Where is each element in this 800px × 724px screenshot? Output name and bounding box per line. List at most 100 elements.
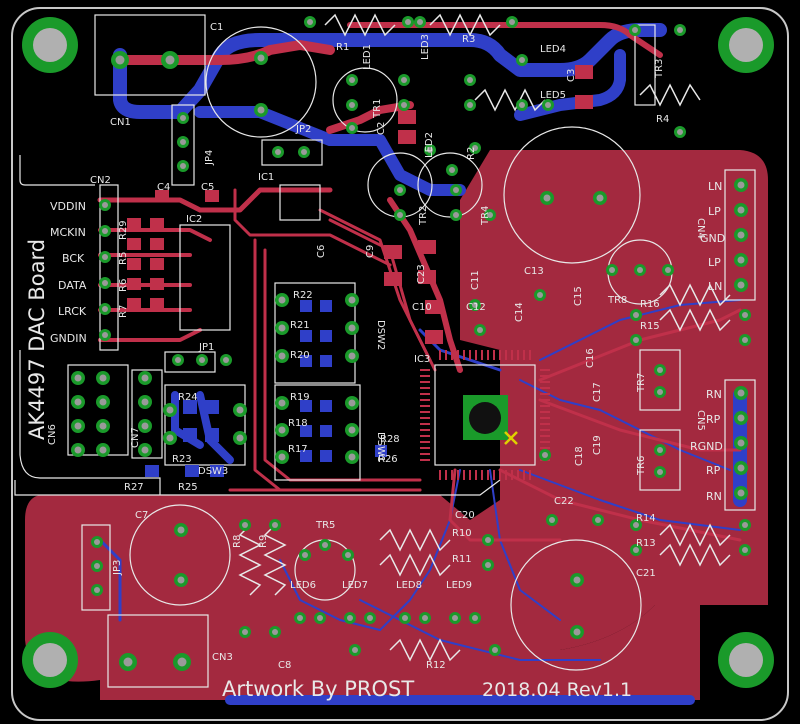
through-hole-pad	[345, 293, 359, 307]
designator-r24: R24	[178, 392, 198, 403]
through-hole-pad	[96, 371, 110, 385]
designator-tr7: TR7	[636, 373, 647, 393]
designator-c4: C4	[157, 182, 170, 193]
through-hole-pad	[482, 559, 494, 571]
designator-r28: R28	[380, 434, 400, 445]
through-hole-pad	[654, 444, 666, 456]
designator-c9: C9	[365, 245, 376, 258]
designator-cn4: CN4	[695, 218, 706, 239]
designator-led6: LED6	[290, 580, 316, 591]
through-hole-pad	[674, 126, 686, 138]
designator-r21: R21	[290, 320, 310, 331]
through-hole-pad	[450, 184, 462, 196]
through-hole-pad	[654, 364, 666, 376]
designator-c20: C20	[455, 510, 475, 521]
through-hole-pad	[346, 74, 358, 86]
designator-r14: R14	[636, 513, 656, 524]
designator-led4: LED4	[540, 44, 566, 55]
through-hole-pad	[546, 514, 558, 526]
designator-jp3: JP3	[112, 560, 123, 576]
through-hole-pad	[314, 612, 326, 624]
through-hole-pad	[177, 160, 189, 172]
through-hole-pad	[345, 423, 359, 437]
mounting-hole	[718, 632, 774, 688]
through-hole-pad	[606, 264, 618, 276]
through-hole-pad	[739, 334, 751, 346]
through-hole-pad	[319, 539, 331, 551]
through-hole-pad	[99, 277, 111, 289]
designator-c12: C12	[466, 302, 486, 313]
through-hole-pad	[629, 24, 641, 36]
through-hole-pad	[299, 549, 311, 561]
through-hole-pad	[542, 99, 554, 111]
through-hole-pad	[734, 461, 748, 475]
cn4-pin-labels: LN LP GND LP LN	[700, 180, 725, 293]
through-hole-pad	[269, 519, 281, 531]
mounting-hole	[22, 632, 78, 688]
through-hole-pad	[474, 324, 486, 336]
through-hole-pad	[96, 443, 110, 457]
designator-cn1: CN1	[110, 117, 131, 128]
through-hole-pad	[173, 653, 191, 671]
through-hole-pad	[91, 584, 103, 596]
designator-c3: C3	[566, 69, 577, 82]
through-hole-pad	[275, 450, 289, 464]
through-hole-pad	[464, 74, 476, 86]
through-hole-pad	[344, 612, 356, 624]
designator-r17: R17	[288, 444, 308, 455]
designator-r10: R10	[452, 528, 472, 539]
through-hole-pad	[349, 644, 361, 656]
designator-jp4: JP4	[204, 150, 215, 166]
designator-r15: R15	[640, 321, 660, 332]
through-hole-pad	[275, 321, 289, 335]
through-hole-pad	[484, 209, 496, 221]
through-hole-pad	[593, 191, 607, 205]
through-hole-pad	[138, 371, 152, 385]
through-hole-pad	[177, 136, 189, 148]
designator-ic3: IC3	[414, 354, 430, 365]
through-hole-pad	[346, 122, 358, 134]
through-hole-pad	[402, 16, 414, 28]
through-hole-pads	[71, 16, 751, 671]
designator-led9: LED9	[446, 580, 472, 591]
through-hole-pad	[163, 431, 177, 445]
through-hole-pad	[734, 278, 748, 292]
cn4-pin-label: GND	[700, 232, 725, 245]
ic3-pins	[420, 350, 550, 480]
designator-jp1: JP1	[198, 342, 214, 353]
silkscreen-outlines	[14, 14, 756, 688]
through-hole-pad	[99, 303, 111, 315]
mounting-holes	[22, 17, 774, 688]
designator-r2: R2	[466, 147, 477, 160]
designator-r27: R27	[124, 482, 144, 493]
through-hole-pad	[398, 74, 410, 86]
through-hole-pad	[71, 443, 85, 457]
cn2-pin-label: VDDIN	[50, 200, 86, 213]
through-hole-pad	[174, 573, 188, 587]
designator-c23: C23	[416, 264, 427, 284]
through-hole-pad	[534, 289, 546, 301]
mounting-hole	[22, 17, 78, 73]
cn2-pin-labels: VDDIN MCKIN BCK DATA LRCK GNDIN	[50, 200, 87, 345]
designator-c22: C22	[554, 496, 574, 507]
designator-led5: LED5	[540, 90, 566, 101]
designator-r9: R9	[258, 535, 269, 548]
artwork-credit: Artwork By PROST	[222, 677, 414, 701]
designator-c11: C11	[470, 270, 481, 290]
through-hole-pad	[734, 228, 748, 242]
through-hole-pad	[489, 644, 501, 656]
through-hole-pad	[298, 146, 310, 158]
through-hole-pad	[364, 612, 376, 624]
designator-c15: C15	[573, 286, 584, 306]
cn5-pin-label: RN	[706, 388, 722, 401]
designator-tr6: TR6	[636, 456, 647, 476]
top-layer-traces	[97, 22, 742, 542]
through-hole-pad	[630, 544, 642, 556]
through-hole-pad	[399, 612, 411, 624]
through-hole-pad	[469, 142, 481, 154]
designator-led7: LED7	[342, 580, 368, 591]
designator-r6: R6	[118, 279, 129, 292]
through-hole-pad	[342, 549, 354, 561]
designator-dsw1: DSW1	[375, 432, 386, 462]
through-hole-pad	[469, 612, 481, 624]
